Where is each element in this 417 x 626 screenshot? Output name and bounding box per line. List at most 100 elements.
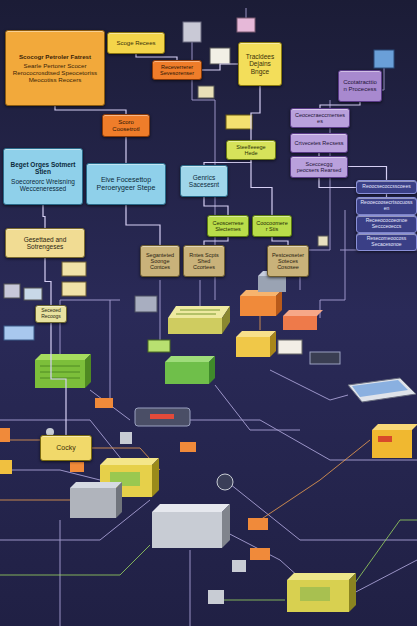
part	[208, 590, 224, 604]
part	[248, 518, 268, 530]
device-icon	[318, 236, 328, 246]
device-icon	[198, 86, 214, 98]
wire	[350, 520, 417, 590]
wire	[110, 300, 111, 398]
device-icon	[237, 18, 255, 32]
process-box: Genrics Sacesesnt	[180, 165, 228, 197]
device-block	[35, 354, 91, 388]
box-text: Scoge Recees	[111, 40, 161, 47]
box-text: Scoro Coosetrotl	[106, 119, 146, 133]
gauge	[217, 474, 233, 490]
block-face	[70, 482, 122, 488]
device-icon	[183, 22, 201, 42]
process-box: Ceocecraeccmerseses	[290, 108, 350, 128]
block-face	[278, 340, 302, 354]
process-box: Crtvecetes Recsess	[290, 133, 348, 153]
device-icon	[4, 326, 34, 340]
wire	[160, 280, 161, 340]
part	[70, 462, 84, 472]
device-icon	[24, 288, 42, 300]
process-box: Reoocsecoccsscoees	[356, 180, 417, 194]
box-text: Receverrerer Sevesorenser	[156, 64, 198, 77]
connector	[251, 86, 260, 140]
box-text: Reoocsecoccsscoees	[360, 184, 413, 190]
process-box: Eive Focesettop Peroerygeer Stepe	[86, 163, 166, 205]
process-box: Cocky	[40, 435, 92, 461]
device-block	[372, 424, 417, 458]
box-text: Seceoed Recoogs	[39, 308, 63, 320]
process-box: Seganteted Soonge Contces	[140, 245, 180, 277]
device-block	[135, 408, 190, 426]
box-text: Resecomeoocoss Secacesonoe	[360, 236, 413, 248]
box-text: Cocky	[44, 444, 88, 452]
device-block	[240, 290, 282, 316]
block-face	[135, 296, 157, 312]
box-text: Eive Focesettop Peroerygeer Stepe	[90, 176, 162, 192]
process-box: Receeococoeonoe Seccceoeccs	[356, 215, 417, 233]
process-box: Steelfeeege Hede	[226, 140, 276, 160]
device-icon	[226, 115, 252, 129]
wire	[190, 550, 191, 626]
box-text: Gesettaed and Sotrengeses	[9, 236, 81, 251]
box-text: Ccotatracttion Procecess	[342, 79, 378, 93]
process-box: Seceoed Recoogs	[35, 305, 67, 323]
block-face	[310, 352, 340, 364]
process-box: Gesettaed and Sotrengeses	[5, 228, 85, 258]
process-box: Coocoomerer Stis	[252, 215, 292, 237]
device-icon	[62, 262, 86, 276]
block-face	[116, 482, 122, 518]
block-detail	[40, 366, 80, 367]
connector	[251, 160, 272, 215]
block-face	[35, 360, 85, 388]
wire	[215, 385, 300, 430]
box-heading: Beget Orges Sotmert Stien	[7, 161, 79, 176]
laptop	[348, 378, 416, 402]
device-block	[236, 331, 276, 357]
process-box: Scoro Coosetrotl	[102, 114, 150, 137]
block-face	[168, 306, 230, 318]
block-detail	[150, 414, 174, 419]
wire	[270, 370, 348, 400]
box-text: Sceccecgg peocsers Rearsed	[294, 161, 344, 174]
device-icon	[374, 50, 394, 68]
wire	[60, 300, 120, 355]
process-box: Ccotatracttion Procecess	[338, 70, 382, 102]
block-face	[287, 580, 349, 612]
block-detail	[40, 378, 80, 379]
connector	[204, 197, 228, 215]
box-text: Crtvecetes Recsess	[294, 140, 344, 146]
block-face	[165, 362, 209, 384]
wire	[225, 480, 417, 540]
block-detail	[176, 314, 216, 315]
box-text: Tracldees Dejains Bngce	[242, 53, 278, 75]
block-face	[372, 424, 417, 430]
block-face	[258, 276, 286, 292]
box-text: Reooecoosecrtsocuossen	[360, 200, 413, 212]
block-face	[287, 573, 356, 580]
block-face	[283, 310, 323, 316]
process-box: Rntes Scpts Shed Ccortees	[183, 245, 225, 277]
wire-group	[0, 296, 370, 520]
part	[232, 560, 246, 572]
connector	[43, 205, 45, 228]
process-box: Beget Orges Sotmert StienSoecoreorc Wrei…	[3, 148, 83, 205]
process-box: Tracldees Dejains Bngce	[238, 42, 282, 86]
box-text: Genrics Sacesesnt	[184, 174, 224, 189]
device-block	[165, 356, 215, 384]
small-parts	[0, 398, 270, 604]
device-icon	[4, 284, 20, 298]
box-heading: Scocogr Petroler Fatrest	[9, 53, 101, 60]
box-text: Soecoreorc Wreisning Wecceneressed	[7, 178, 79, 193]
device-icon	[62, 282, 86, 296]
block-face	[236, 331, 276, 337]
box-text: Pestceoseter Soteces Cososee	[271, 252, 305, 271]
process-box: Sceccecgg peocsers Rearsed	[290, 156, 348, 178]
connector	[55, 106, 126, 114]
block-face	[349, 573, 356, 612]
block-face	[236, 337, 270, 357]
wire	[60, 520, 61, 626]
box-text: Receeococoeonoe Seccceoeccs	[360, 218, 413, 230]
block-face	[152, 458, 159, 497]
